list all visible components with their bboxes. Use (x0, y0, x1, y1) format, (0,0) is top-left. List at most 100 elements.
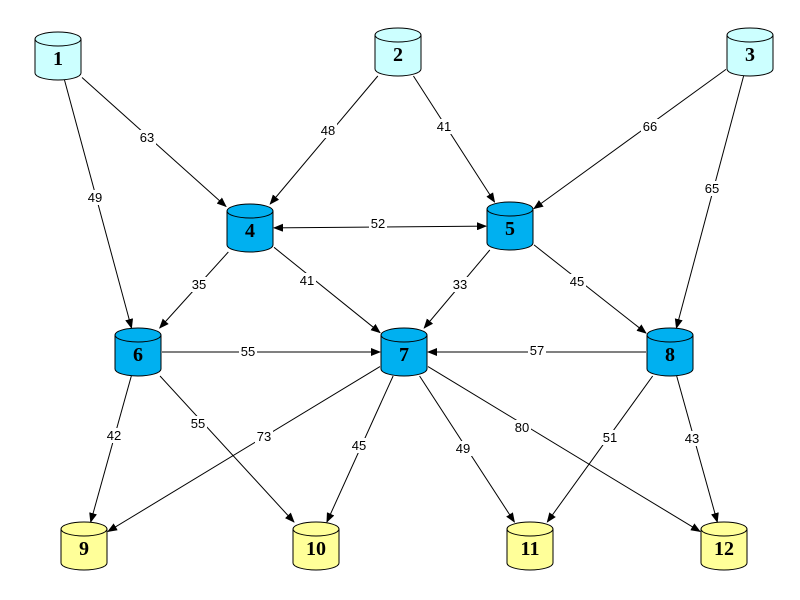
edge-label-bg (190, 277, 208, 292)
cylinder-top (486, 201, 534, 217)
edge-3-5: 66 (533, 68, 727, 210)
node-7-cylinder[interactable]: 7 (380, 327, 428, 377)
node-12-cylinder[interactable]: 12 (700, 521, 748, 571)
edge-line-5-8 (533, 244, 647, 334)
edge-4-6: 35 (159, 251, 229, 329)
cylinder-top (226, 203, 274, 219)
edge-weight-label: 41 (437, 119, 451, 134)
edge-7-9: 73 (107, 366, 381, 532)
edge-1-4: 63 (81, 77, 227, 208)
edge-label-bg (369, 216, 387, 231)
node-5-cylinder[interactable]: 5 (486, 201, 534, 251)
edge-weight-label: 49 (88, 190, 102, 205)
cylinder-top (700, 521, 748, 537)
edge-line-2-4 (269, 75, 379, 205)
cylinder-top (374, 27, 422, 43)
edge-4-5: 52 (273, 216, 487, 232)
edge-line-3-8 (674, 75, 745, 329)
edge-line-6-10 (159, 375, 295, 523)
edge-6-7: 55 (162, 344, 381, 359)
node-3-cylinder[interactable]: 3 (726, 27, 774, 77)
cylinder-top (506, 521, 554, 537)
cylinder-top (726, 27, 774, 43)
cylinder-body (700, 528, 748, 571)
node-label: 6 (133, 344, 143, 366)
node-2-cylinder[interactable]: 2 (374, 27, 422, 77)
edge-label-bg (683, 431, 701, 446)
edge-weight-label: 65 (705, 181, 719, 196)
edge-4-7: 41 (273, 246, 381, 334)
edge-label-bg (703, 181, 721, 196)
cylinder-body (292, 528, 340, 571)
edge-2-4: 48 (269, 75, 379, 205)
node-label: 12 (714, 538, 734, 560)
edge-1-6: 49 (64, 79, 134, 329)
edge-line-6-9 (89, 375, 132, 523)
edge-label-bg (435, 119, 453, 134)
node-10-cylinder[interactable]: 10 (292, 521, 340, 571)
node-label: 10 (306, 538, 326, 560)
edge-weight-label: 42 (107, 428, 121, 443)
cylinder-top (292, 521, 340, 537)
edge-weight-label: 33 (453, 277, 467, 292)
edge-weight-label: 57 (530, 343, 544, 358)
edge-weight-label: 80 (515, 420, 529, 435)
edge-line-8-12 (676, 375, 719, 523)
cylinder-body (34, 38, 82, 81)
edge-label-bg (451, 277, 469, 292)
node-label: 5 (505, 218, 515, 240)
cylinder-body (374, 34, 422, 77)
node-11-cylinder[interactable]: 11 (506, 521, 554, 571)
edge-label-bg (319, 123, 337, 138)
edge-weight-label: 66 (643, 119, 657, 134)
edge-8-11: 51 (546, 375, 654, 523)
cylinder-body (226, 210, 274, 253)
edge-weight-label: 52 (371, 216, 385, 231)
edge-weight-label: 55 (191, 416, 205, 431)
cylinder-body (60, 528, 108, 571)
edge-weight-label: 43 (685, 431, 699, 446)
edge-weight-label: 45 (352, 438, 366, 453)
edge-line-7-12 (427, 366, 701, 532)
edge-6-10: 55 (159, 375, 295, 523)
node-label: 7 (399, 344, 409, 366)
edge-weight-label: 73 (257, 429, 271, 444)
edge-7-11: 49 (419, 375, 515, 523)
node-label: 11 (521, 538, 540, 560)
edge-weight-label: 35 (192, 277, 206, 292)
edge-label-bg (350, 438, 368, 453)
node-4-cylinder[interactable]: 4 (226, 203, 274, 253)
cylinder-body (646, 334, 694, 377)
node-8-cylinder[interactable]: 8 (646, 327, 694, 377)
edge-label-bg (568, 274, 586, 289)
edge-5-8: 45 (533, 244, 647, 334)
node-6-cylinder[interactable]: 6 (114, 327, 162, 377)
node-label: 4 (245, 220, 255, 242)
edge-7-10: 45 (326, 375, 394, 523)
node-label: 1 (53, 48, 63, 70)
edge-label-bg (189, 416, 207, 431)
edge-line-8-11 (546, 375, 654, 523)
node-9-cylinder[interactable]: 9 (60, 521, 108, 571)
node-label: 9 (79, 538, 89, 560)
node-label: 3 (745, 44, 755, 66)
edge-label-bg (454, 441, 472, 456)
edge-8-7: 57 (427, 343, 646, 358)
edge-line-4-7 (273, 246, 381, 334)
edge-label-bg (239, 344, 257, 359)
cylinder-top (60, 521, 108, 537)
cylinder-top (34, 31, 82, 47)
edge-weight-label: 55 (241, 344, 255, 359)
edge-label-bg (528, 343, 546, 358)
cylinder-body (114, 334, 162, 377)
edge-label-bg (513, 420, 531, 435)
cylinder-body (726, 34, 774, 77)
edge-label-bg (105, 428, 123, 443)
node-label: 2 (393, 44, 403, 66)
node-1-cylinder[interactable]: 1 (34, 31, 82, 81)
edge-line-7-9 (107, 366, 381, 532)
edge-weight-label: 41 (300, 273, 314, 288)
